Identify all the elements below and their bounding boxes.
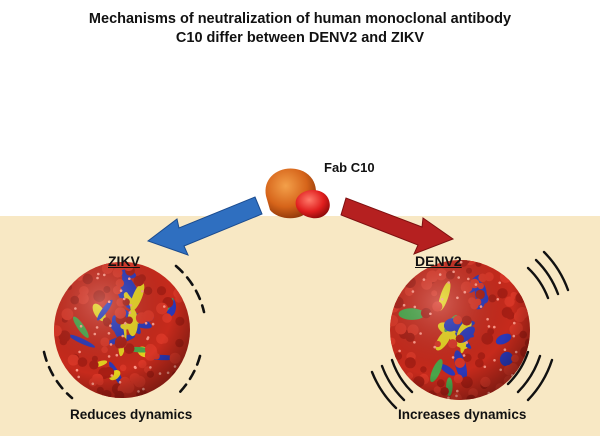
fab-c10-label: Fab C10 [324, 160, 375, 175]
title-line-2: C10 differ between DENV2 and ZIKV [175, 30, 425, 46]
arrow-to-denv2 [340, 197, 455, 255]
zikv-restraint-arcs-icon [42, 264, 206, 400]
diagram-title: Mechanisms of neutralization of human mo… [0, 10, 600, 48]
denv2-caption: Increases dynamics [398, 407, 527, 422]
denv2-vibration-icon [370, 250, 570, 410]
denv2-label: DENV2 [415, 253, 462, 269]
fab-c10-molecule [265, 168, 330, 219]
zikv-caption: Reduces dynamics [70, 407, 193, 422]
arrow-to-zikv [146, 196, 263, 256]
denv2-particle [390, 260, 530, 400]
zikv-particle [54, 262, 190, 398]
title-line-1: Mechanisms of neutralization of human mo… [88, 11, 512, 27]
zikv-label: ZIKV [108, 253, 140, 269]
